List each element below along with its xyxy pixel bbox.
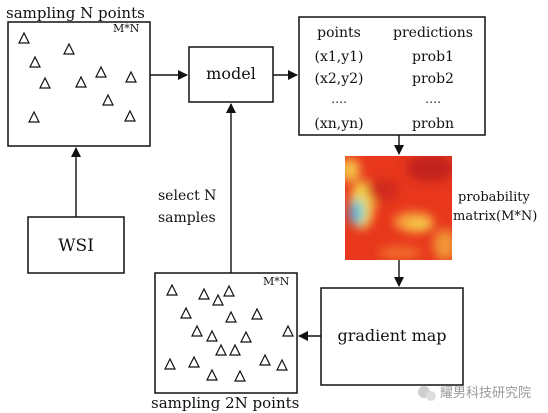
gradient-map-label: gradient map xyxy=(337,326,446,345)
select-label-line2: samples xyxy=(158,210,216,226)
row-prediction: prob1 xyxy=(412,49,454,65)
bottom-dims: M*N xyxy=(263,275,290,288)
row-point: …. xyxy=(331,92,347,106)
header-predictions: predictions xyxy=(393,25,473,41)
row-point: (x2,y2) xyxy=(315,71,364,87)
bottom-title: sampling 2N points xyxy=(151,394,299,412)
probability-heatmap xyxy=(345,156,452,260)
probability-label: probability xyxy=(458,190,530,205)
connectors xyxy=(71,70,404,341)
sampling-2n-box: M*N xyxy=(154,272,298,394)
row-point: (xn,yn) xyxy=(314,116,363,132)
wsi-label: WSI xyxy=(58,236,94,256)
row-prediction: probn xyxy=(412,116,454,132)
gradient-map-box: gradient map xyxy=(320,287,464,386)
top-left-title: sampling N points xyxy=(6,4,145,22)
watermark: 耀男科技研究院 xyxy=(418,386,531,401)
wsi-box: WSI xyxy=(27,216,125,274)
matrix-label: matrix(M*N) xyxy=(453,209,537,224)
sampling-n-box: M*N xyxy=(7,21,151,147)
row-point: (x1,y1) xyxy=(315,49,364,65)
top-left-dims: M*N xyxy=(113,22,140,35)
select-label-line1: select N xyxy=(158,188,216,204)
watermark-text: 耀男科技研究院 xyxy=(440,386,531,401)
row-prediction: …. xyxy=(425,92,441,106)
row-prediction: prob2 xyxy=(412,71,454,87)
sample-points-n xyxy=(18,31,137,123)
sample-points-2n xyxy=(164,283,294,382)
model-box: model xyxy=(188,46,274,103)
model-label: model xyxy=(206,64,256,83)
predictions-table-box: points predictions (x1,y1) prob1 (x2,y2)… xyxy=(298,16,486,136)
header-points: points xyxy=(317,25,361,41)
